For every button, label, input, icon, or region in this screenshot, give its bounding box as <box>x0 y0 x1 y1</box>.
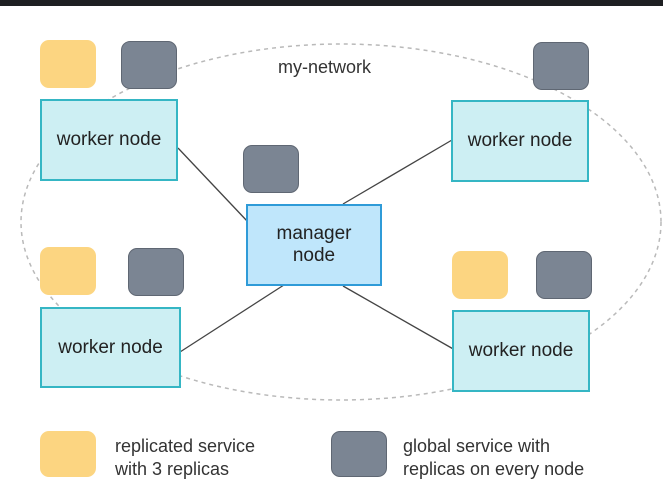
legend-replicated-swatch <box>40 431 96 477</box>
worker-node-bottom-right: worker node <box>452 310 590 392</box>
legend-global-swatch <box>331 431 387 477</box>
global-service-task <box>121 41 177 89</box>
global-service-task <box>128 248 184 296</box>
link-manager-worker-top-right <box>342 139 453 205</box>
worker-node-label: worker node <box>56 129 162 150</box>
window-top-bar <box>0 0 663 6</box>
global-service-task <box>243 145 299 193</box>
link-manager-worker-bottom-right <box>342 285 456 351</box>
replicated-service-task <box>40 247 96 295</box>
global-service-task <box>533 42 589 90</box>
worker-node-top-right: worker node <box>451 100 589 182</box>
network-boundary <box>20 43 662 401</box>
manager-node-label-line2: node <box>292 245 336 266</box>
worker-node-label: worker node <box>58 336 163 358</box>
manager-node-label-line1: manager <box>276 223 352 244</box>
legend-global-text: global service with replicas on every no… <box>403 435 584 481</box>
legend-global-line2: replicas on every node <box>403 459 585 479</box>
worker-node-top-left: worker node <box>40 99 178 181</box>
legend-replicated-line1: replicated service <box>115 436 256 456</box>
legend-replicated-text: replicated service with 3 replicas <box>115 435 255 481</box>
legend-replicated-line2: with 3 replicas <box>115 459 230 479</box>
network-label: my-network <box>278 57 372 77</box>
manager-node: manager node <box>246 204 382 286</box>
worker-node-label: worker node <box>467 130 573 151</box>
replicated-service-task <box>40 40 96 88</box>
worker-node-bottom-left: worker node <box>40 307 181 388</box>
replicated-service-task <box>452 251 508 299</box>
worker-node-label: worker node <box>468 340 574 361</box>
link-manager-worker-top-left <box>177 147 249 223</box>
link-manager-worker-bottom-left <box>179 282 288 353</box>
legend-global-line1: global service with <box>403 436 551 456</box>
global-service-task <box>536 251 592 299</box>
